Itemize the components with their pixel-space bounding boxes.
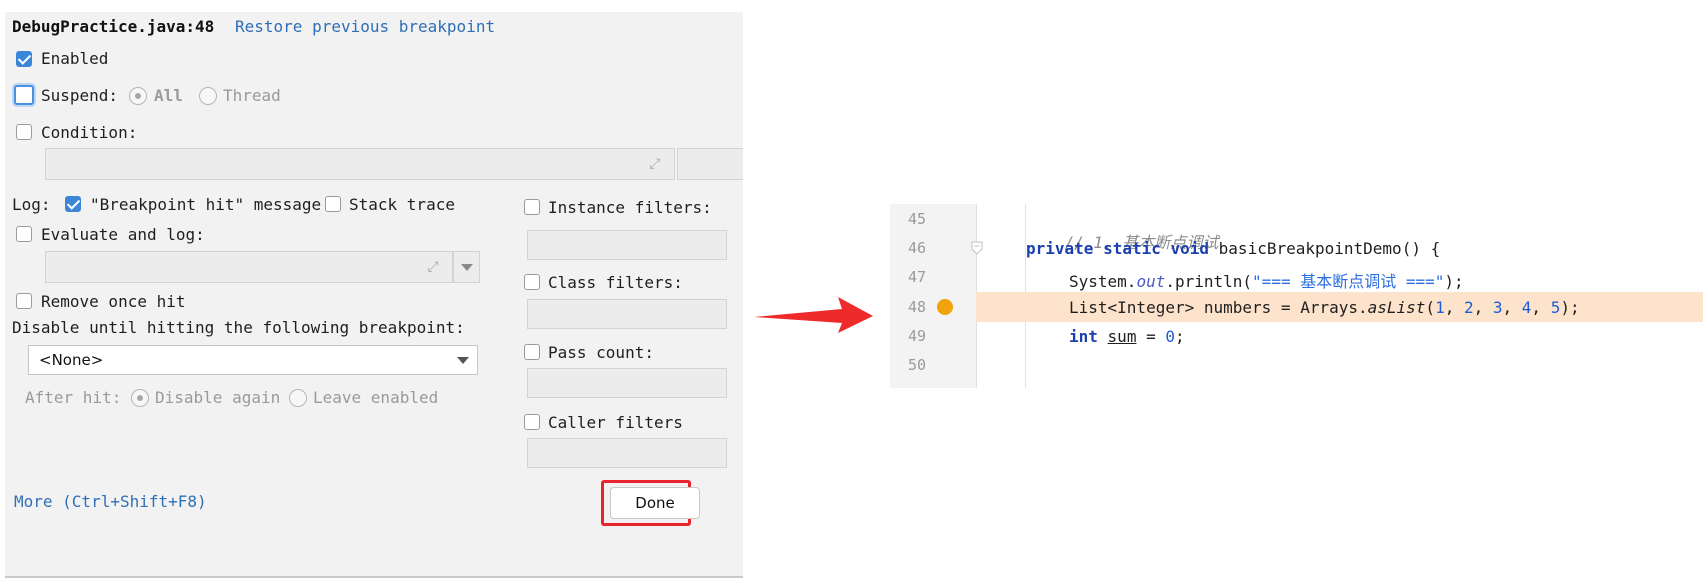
code-line-46: private static void basicBreakpointDemo(… [1026,239,1440,258]
code-text: ; [1175,327,1185,346]
code-text: ); [1560,298,1580,317]
code-number: 4 [1521,298,1532,317]
leave-enabled-label: Leave enabled [313,388,439,407]
condition-dropdown[interactable] [677,148,743,180]
expand-icon[interactable]: ⤢ [649,156,661,172]
code-number: 0 [1165,327,1175,346]
caller-filters-input[interactable] [527,438,727,468]
breakpoint-line-highlight [976,292,1703,322]
code-number: 2 [1463,298,1474,317]
code-keyword: private static void [1026,239,1210,258]
expand-icon[interactable]: ⤢ [427,259,439,275]
instance-filters-input[interactable] [527,230,727,260]
enabled-checkbox[interactable] [16,51,32,67]
disable-again-radio[interactable] [131,389,149,407]
chevron-down-icon [457,357,469,364]
suspend-thread-radio[interactable] [199,87,217,105]
line-number: 45 [907,210,926,228]
line-number: 48 [907,298,926,316]
breakpoint-dialog: DebugPractice.java:48 Restore previous b… [5,12,743,578]
done-label: Done [635,494,675,512]
remove-once-hit-label: Remove once hit [41,292,186,311]
evaluate-log-dropdown[interactable] [453,251,480,283]
leave-enabled-radio[interactable] [289,389,307,407]
line-number: 46 [907,239,926,257]
code-number: 1 [1435,298,1445,317]
pass-count-checkbox[interactable] [524,344,540,360]
breakpoint-icon[interactable] [937,299,953,315]
code-comment: // 1. 基本断点调试 [1064,233,1219,252]
code-text: ( [1425,298,1436,317]
code-variable: sum [1107,327,1137,346]
pass-count-input[interactable] [527,368,727,398]
evaluate-log-checkbox[interactable] [16,226,32,242]
dialog-crop [743,0,755,582]
instance-filters-label: Instance filters: [548,198,712,217]
suspend-all-radio[interactable] [129,87,147,105]
done-button[interactable]: Done [610,487,700,519]
code-keyword: int [1069,327,1098,346]
condition-input[interactable]: ⤢ [45,148,675,180]
code-line-49: int sum = 0; [1069,327,1185,346]
code-number: 3 [1492,298,1503,317]
dialog-bottom-border [5,576,743,578]
code-text: ); [1444,272,1464,291]
code-editor[interactable]: 45 46 47 48 49 50 // 1. 基本断点调试 private s… [890,204,1703,388]
code-line-47: System.out.println("=== 基本断点调试 ==="); [1069,268,1464,292]
pass-count-label: Pass count: [548,343,654,362]
evaluate-log-input[interactable]: ⤢ [45,251,453,283]
fold-icon[interactable] [970,240,984,256]
log-label: Log: [12,195,51,214]
line-number: 47 [907,268,926,286]
class-filters-label: Class filters: [548,273,683,292]
stack-trace-checkbox[interactable] [325,196,341,212]
breakpoint-hit-checkbox[interactable] [65,196,81,212]
suspend-checkbox[interactable] [14,85,34,105]
breakpoint-hit-label: "Breakpoint hit" message [90,195,322,214]
remove-once-hit-checkbox[interactable] [16,293,32,309]
code-method: asList [1367,298,1426,317]
more-link[interactable]: More (Ctrl+Shift+F8) [14,492,207,511]
code-number: 5 [1550,298,1561,317]
code-line-45: // 1. 基本断点调试 [1026,210,1219,272]
condition-checkbox[interactable] [16,124,32,140]
line-number: 49 [907,327,926,345]
line-number: 50 [907,356,926,374]
condition-label: Condition: [41,123,138,142]
code-field: out [1136,272,1166,291]
evaluate-log-label: Evaluate and log: [41,225,205,244]
disable-again-label: Disable again [155,388,281,407]
restore-breakpoint-link[interactable]: Restore previous breakpoint [235,17,496,36]
stack-trace-label: Stack trace [349,195,455,214]
suspend-all-label: All [154,86,183,105]
dialog-title: DebugPractice.java:48 [12,17,215,36]
after-hit-label: After hit: [25,388,122,407]
enabled-label: Enabled [41,49,109,68]
arrow-shape [754,297,873,333]
chevron-down-icon [461,264,473,271]
caller-filters-checkbox[interactable] [524,414,540,430]
suspend-thread-label: Thread [223,86,281,105]
code-text: .println( [1165,272,1253,291]
code-string: "=== 基本断点调试 ===" [1252,272,1445,291]
code-text: List<Integer> numbers = Arrays. [1069,298,1368,317]
code-text: = [1136,327,1166,346]
instance-filters-checkbox[interactable] [524,199,540,215]
suspend-label: Suspend: [41,86,119,105]
disable-until-label: Disable until hitting the following brea… [12,318,465,337]
code-text: basicBreakpointDemo() { [1209,239,1441,258]
class-filters-checkbox[interactable] [524,274,540,290]
code-text: System. [1069,272,1137,291]
code-line-48: List<Integer> numbers = Arrays.asList(1,… [1069,298,1580,317]
editor-gutter [890,204,976,388]
disable-until-value: <None> [39,351,104,369]
caller-filters-label: Caller filters [548,413,683,432]
disable-until-select[interactable]: <None> [28,345,478,375]
red-arrow-icon [754,297,873,333]
class-filters-input[interactable] [527,299,727,329]
